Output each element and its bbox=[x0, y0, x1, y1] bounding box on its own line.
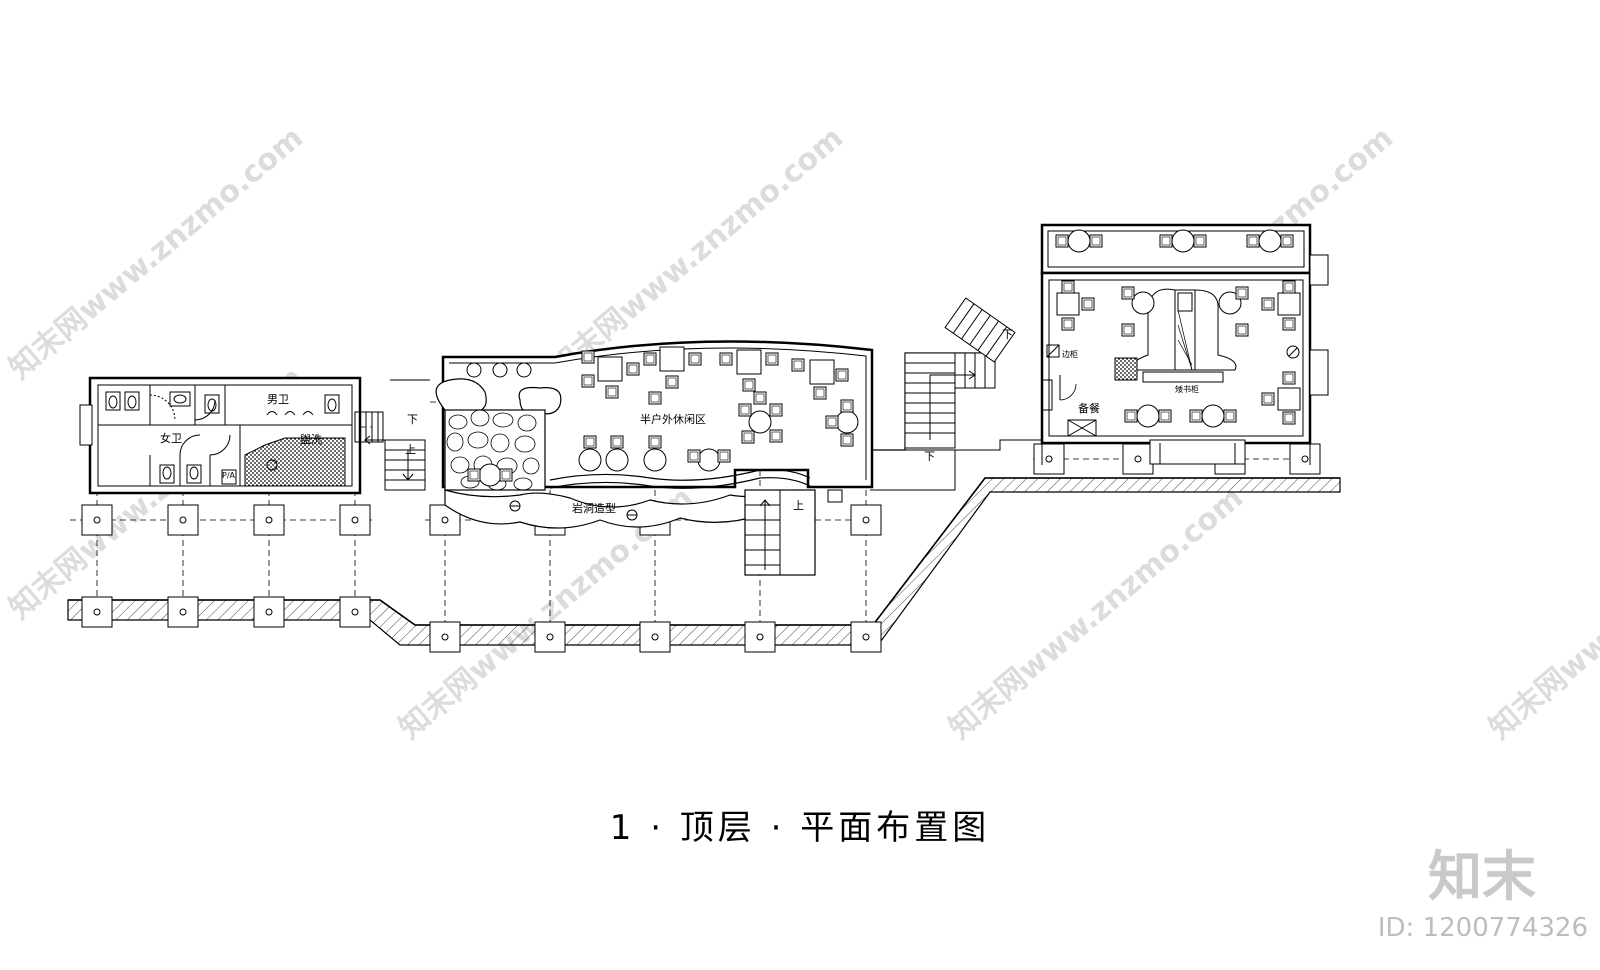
label-pantry: 备餐 bbox=[1078, 401, 1100, 415]
label-side-cabinet: 边柜 bbox=[1062, 349, 1078, 359]
connector-stairs bbox=[870, 297, 1042, 491]
label-mens-toilet: 男卫 bbox=[267, 393, 289, 406]
label-up-left: 上 bbox=[405, 443, 416, 456]
label-cave: 岩洞造型 bbox=[572, 501, 616, 515]
drawing-title: 1 · 顶层 · 平面布置图 bbox=[609, 808, 991, 848]
label-lounge: 半户外休闲区 bbox=[640, 412, 706, 426]
label-up-mid: 上 bbox=[793, 499, 804, 512]
label-bookcase: 矮书柜 bbox=[1175, 384, 1199, 394]
label-down-mid: 下 bbox=[924, 450, 935, 463]
lounge-block bbox=[435, 340, 874, 576]
label-washroom: 盥洗 bbox=[300, 433, 322, 446]
dining-furniture bbox=[1055, 229, 1301, 428]
dining-block bbox=[1040, 223, 1329, 465]
image-id: ID: 1200774326 bbox=[1377, 913, 1588, 943]
watermark: 知末网www.znzmo.com bbox=[1483, 480, 1600, 746]
watermark: 知末网www.znzmo.com bbox=[943, 480, 1250, 746]
watermark: 知末网www.znzmo.com bbox=[3, 120, 310, 386]
label-down-right: 下 bbox=[1002, 328, 1013, 341]
brand-logo: 知末 bbox=[1428, 845, 1536, 908]
toilet-block bbox=[79, 376, 430, 495]
label-womens-toilet: 女卫 bbox=[160, 431, 182, 445]
label-down-left: 下 bbox=[407, 413, 418, 426]
label-pa: P/A bbox=[222, 471, 236, 480]
lounge-furniture bbox=[467, 346, 859, 487]
